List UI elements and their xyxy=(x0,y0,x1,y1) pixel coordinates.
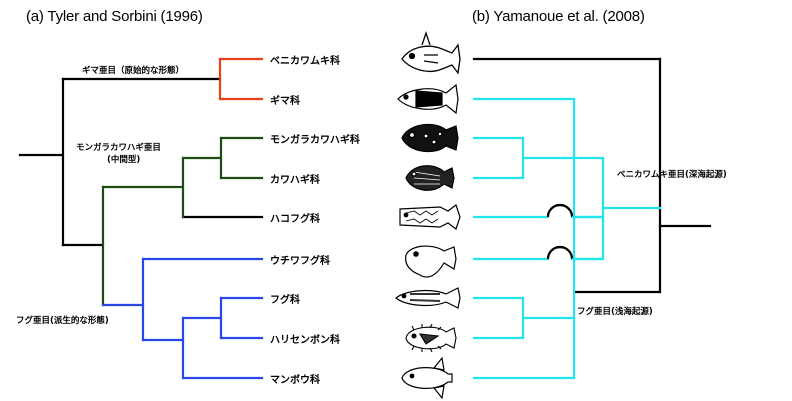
triggerfish-icon xyxy=(401,123,459,153)
clade-label-benikawa: ベニカワムキ亜目(深海起源) xyxy=(617,170,727,180)
filefish-icon xyxy=(405,165,455,191)
taxon-label: フグ科 xyxy=(270,295,300,306)
tree-a-backbone xyxy=(18,77,264,247)
taxon-label: ハリセンボン科 xyxy=(270,335,340,346)
panel-a-title: (a) Tyler and Sorbini (1996) xyxy=(26,8,203,25)
clade-label-fugu-b: フグ亜目(浅海起源) xyxy=(577,307,653,317)
sunfish-icon xyxy=(401,356,453,400)
taxon-label: ギマ科 xyxy=(270,96,300,107)
panel-b-title: (b) Yamanoue et al. (2008) xyxy=(472,8,645,25)
clade-label-mongara-sub: (中間型) xyxy=(107,155,141,165)
taxon-label: マンボウ科 xyxy=(270,375,320,386)
triplespine-icon xyxy=(397,83,459,115)
tree-a-mongara-clade xyxy=(101,136,264,307)
taxon-label: ハコフグ科 xyxy=(270,214,320,225)
tree-b-backbone xyxy=(472,57,712,294)
clade-label-mongara: モンガラカワハギ亜目 xyxy=(76,143,161,153)
clade-label-fugu-a: フグ亜目(派生的な形態) xyxy=(16,316,109,326)
tree-a-fugu-clade xyxy=(101,257,264,380)
crossing-bridges xyxy=(546,203,574,261)
tree-a-giss-clade xyxy=(218,57,264,101)
taxon-label: ベニカワムキ科 xyxy=(270,56,340,67)
clade-label-giss: ギマ亜目（原始的な形態） xyxy=(82,66,185,76)
boxfish-icon xyxy=(399,204,461,230)
puffer-icon xyxy=(395,287,461,309)
threetooth-puffer-icon xyxy=(405,245,457,278)
taxon-label: ウチワフグ科 xyxy=(270,256,330,267)
spikefish-icon xyxy=(401,30,461,75)
taxon-label: モンガラカワハギ科 xyxy=(270,135,360,146)
porcupinefish-icon xyxy=(405,323,457,353)
taxon-label: カワハギ科 xyxy=(270,175,320,186)
